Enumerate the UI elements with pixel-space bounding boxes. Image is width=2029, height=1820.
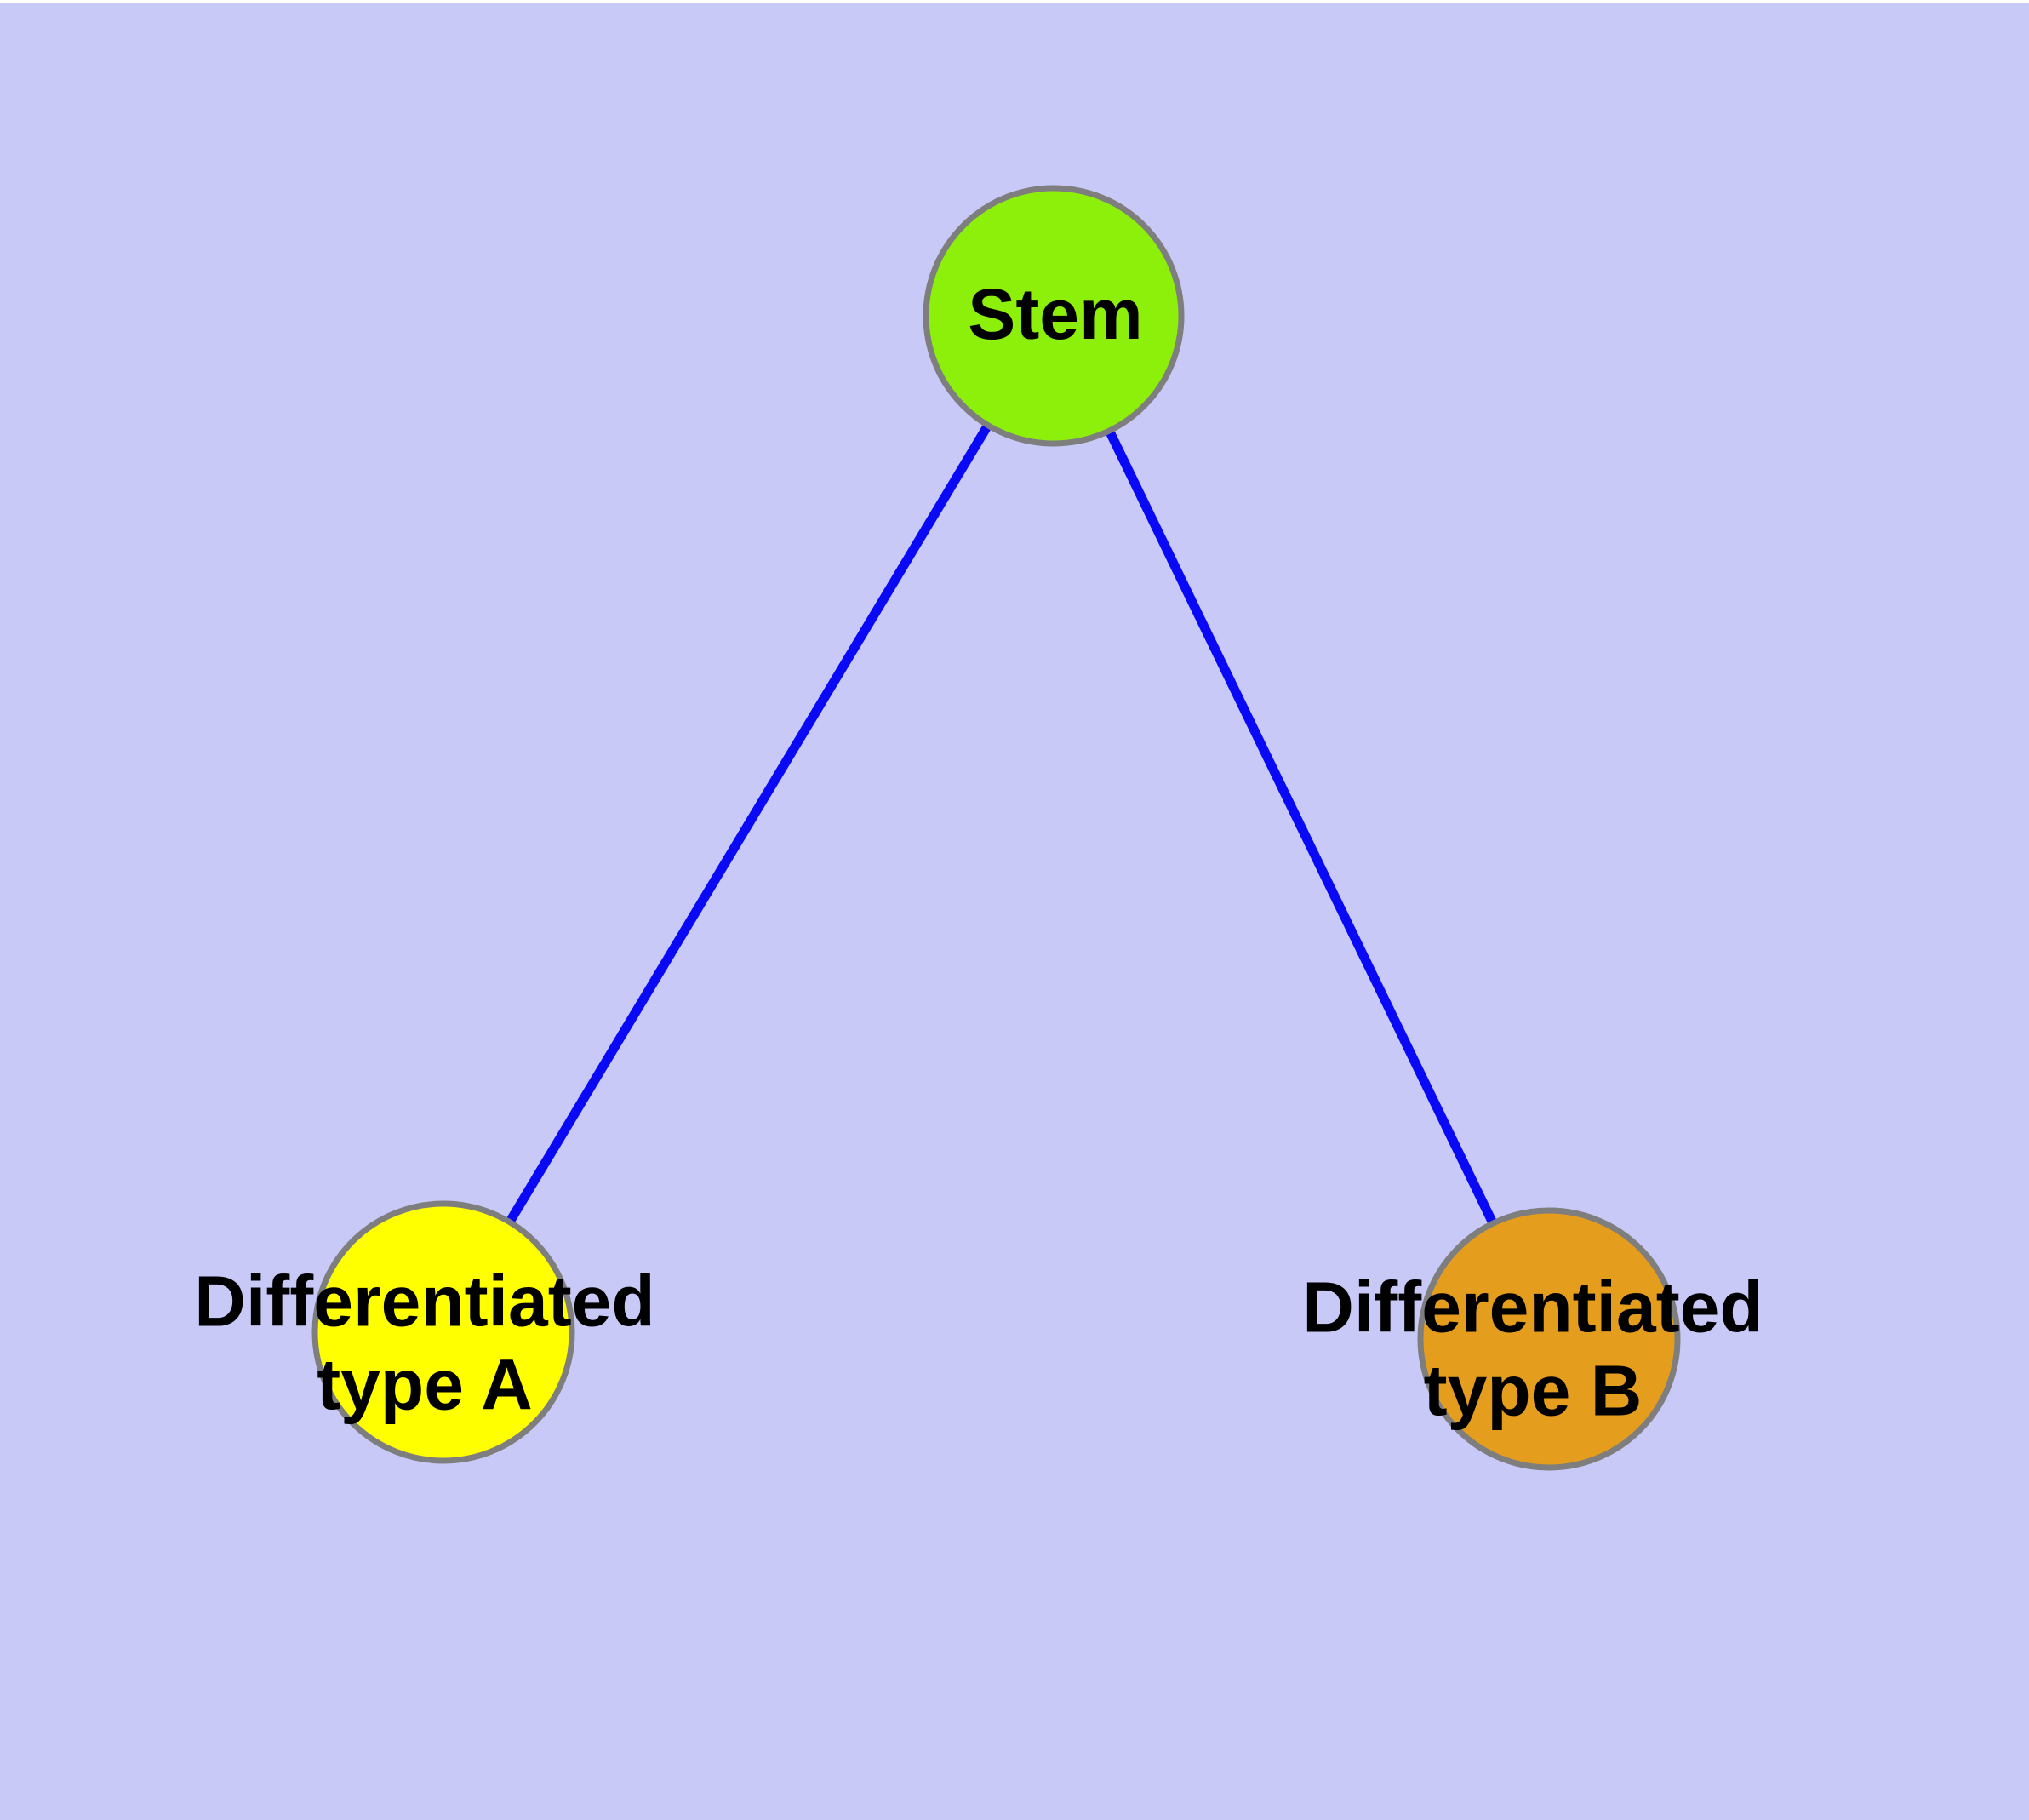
node-stem-circle <box>923 185 1185 447</box>
top-edge-strip <box>0 0 2029 3</box>
edge-stem-to-type-b <box>1049 313 1553 1342</box>
node-type-b-circle <box>1417 1207 1681 1471</box>
node-type-a-circle <box>311 1200 575 1464</box>
edge-stem-to-type-a <box>439 313 1058 1335</box>
